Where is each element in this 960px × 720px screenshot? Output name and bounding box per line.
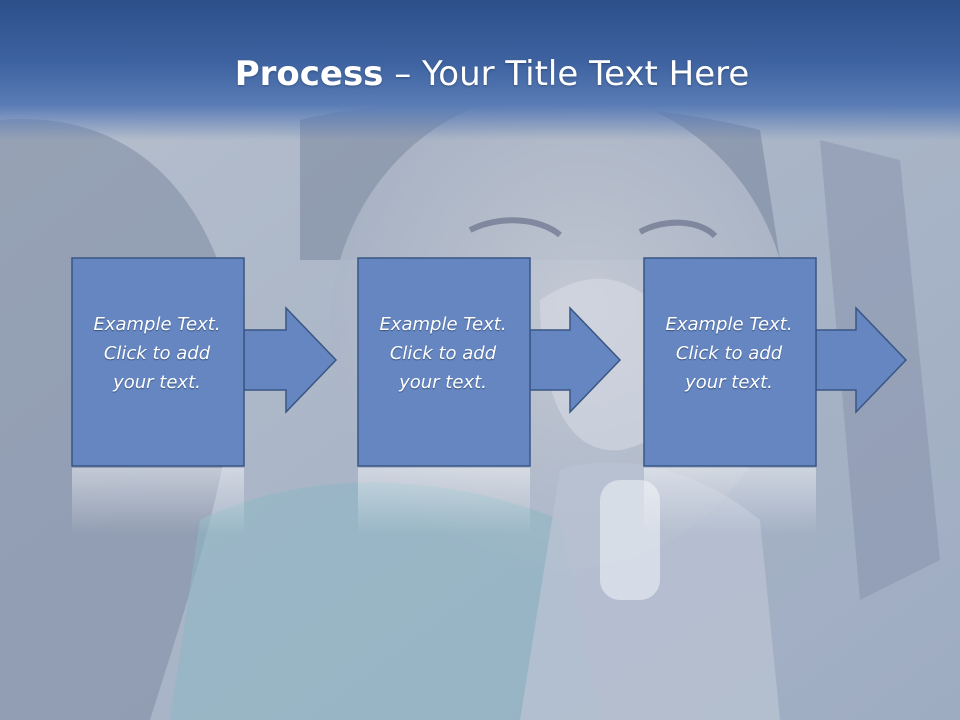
step-1-shape xyxy=(71,257,338,534)
step-2-shape xyxy=(357,257,622,534)
step-1-box xyxy=(71,257,245,467)
step-3-text[interactable]: Example Text. Click to add your text. xyxy=(642,310,816,397)
title-bold-part: Process xyxy=(234,54,384,94)
step-1-line-3: your text. xyxy=(113,372,201,393)
process-step-3[interactable]: Example Text. Click to add your text. xyxy=(642,256,912,536)
process-step-2[interactable]: Example Text. Click to add your text. xyxy=(356,256,626,536)
step-1-reflection xyxy=(72,468,244,534)
step-3-line-1: Example Text. xyxy=(665,314,793,335)
title-rest-part: – Your Title Text Here xyxy=(383,54,750,94)
step-3-reflection xyxy=(644,468,816,534)
step-2-line-3: your text. xyxy=(399,372,487,393)
slide-title[interactable]: Process – Your Title Text Here xyxy=(0,52,960,96)
step-1-line-1: Example Text. xyxy=(93,314,221,335)
process-step-1[interactable]: Example Text. Click to add your text. xyxy=(70,256,340,536)
step-3-box xyxy=(643,257,817,467)
step-2-line-2: Click to add xyxy=(389,343,497,364)
step-1-text[interactable]: Example Text. Click to add your text. xyxy=(70,310,244,397)
step-2-reflection xyxy=(358,468,530,534)
step-3-shape xyxy=(643,257,908,534)
step-1-arrow xyxy=(243,306,338,414)
step-2-arrow xyxy=(529,306,622,414)
step-1-line-2: Click to add xyxy=(103,343,211,364)
step-2-line-1: Example Text. xyxy=(379,314,507,335)
step-2-text[interactable]: Example Text. Click to add your text. xyxy=(356,310,530,397)
step-3-line-2: Click to add xyxy=(675,343,783,364)
title-bar xyxy=(0,0,960,140)
step-3-arrow xyxy=(815,306,908,414)
step-3-line-3: your text. xyxy=(685,372,773,393)
step-2-box xyxy=(357,257,531,467)
